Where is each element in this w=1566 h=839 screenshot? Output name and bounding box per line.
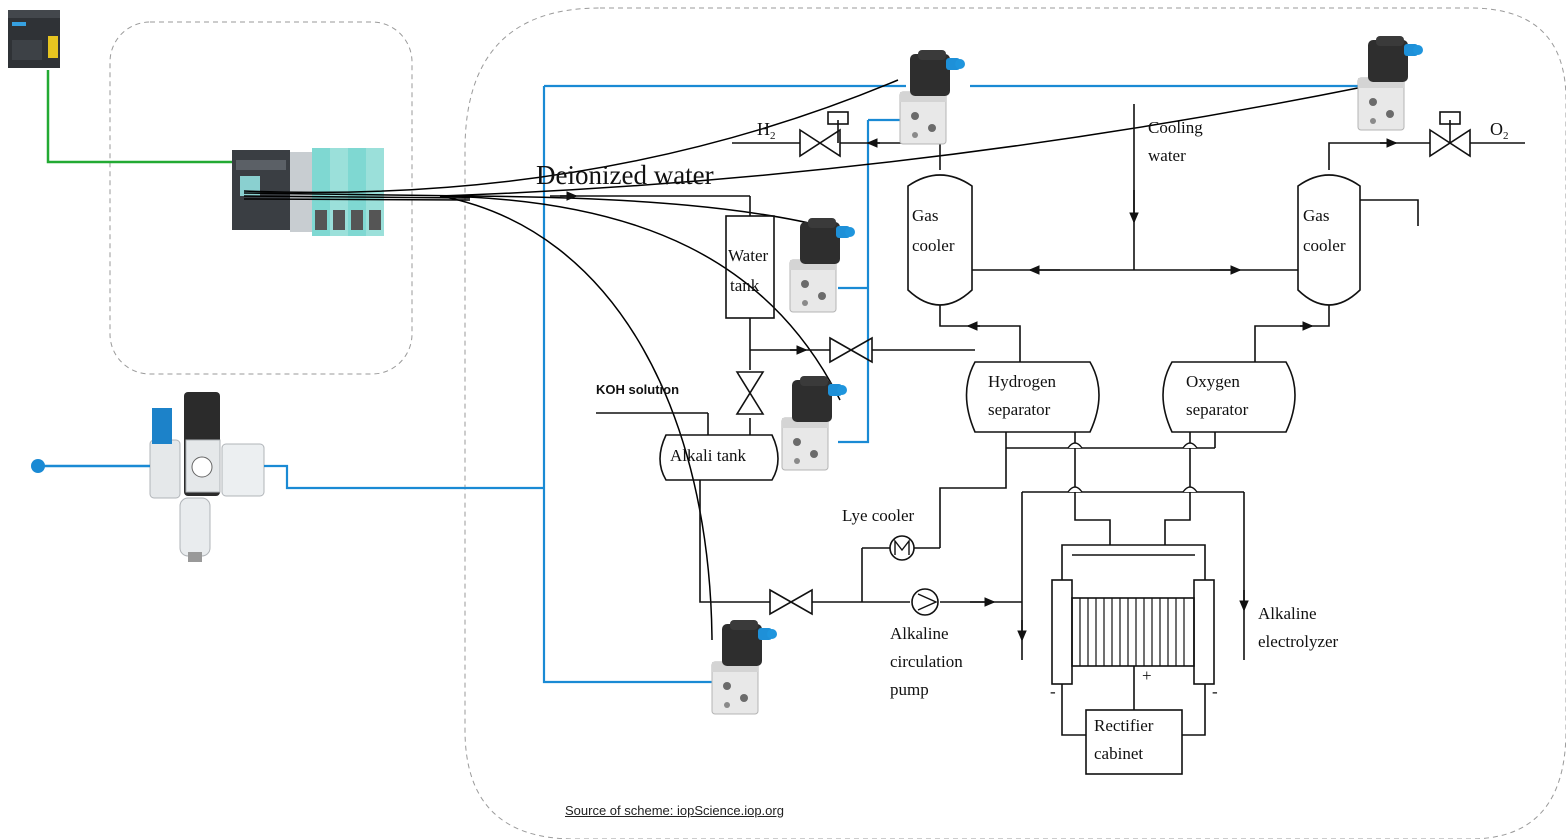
- gas-cooler-h-label-2: cooler: [912, 236, 955, 255]
- o2-label: O2: [1490, 119, 1509, 142]
- koh-solution-label: KOH solution: [596, 382, 680, 397]
- water-tank-label-1: Water: [728, 246, 769, 265]
- process-piping: [550, 104, 1525, 775]
- lye-cooler-symbol: [889, 535, 915, 561]
- electrolyzer-label-2: electrolyzer: [1258, 632, 1339, 651]
- deionized-water-label: Deionized water: [536, 160, 714, 190]
- manual-valves: [735, 128, 1471, 616]
- pump-label-3: pump: [890, 680, 929, 699]
- cooling-water-label-2: water: [1148, 146, 1186, 165]
- h2-label: H2: [757, 119, 776, 142]
- source-link[interactable]: Source of scheme: iopScience.iop.org: [565, 803, 784, 818]
- cooling-water-label-1: Cooling: [1148, 118, 1203, 137]
- fieldbus-line: [46, 70, 232, 164]
- solenoid-valve-icon: [789, 217, 856, 313]
- line-crossovers: [1067, 442, 1198, 493]
- lye-cooler-label: Lye cooler: [842, 506, 915, 525]
- solenoid-valve-icon: [1357, 35, 1424, 131]
- solenoid-valve-icon: [781, 375, 848, 471]
- minus-right-label: -: [1212, 682, 1218, 701]
- gas-cooler-o-label-2: cooler: [1303, 236, 1346, 255]
- plus-label: +: [1142, 666, 1152, 685]
- gas-cooler-h-label-1: Gas: [912, 206, 939, 225]
- hydrogen-separator-label-2: separator: [988, 400, 1051, 419]
- service-unit-icon: [149, 392, 265, 562]
- plc-cpu-icon: [8, 10, 60, 68]
- rectifier-label-2: cabinet: [1094, 744, 1144, 763]
- solenoid-valve-icon: [711, 619, 778, 715]
- signal-cables: [243, 79, 1369, 641]
- pump-symbol: [911, 588, 939, 616]
- pump-label-1: Alkaline: [890, 624, 949, 643]
- control-cabinet-frame: [109, 21, 413, 375]
- flow-arrows: [560, 138, 1398, 642]
- minus-left-label: -: [1050, 682, 1056, 701]
- electrolyzer-label-1: Alkaline: [1258, 604, 1317, 623]
- oxygen-separator-label-1: Oxygen: [1186, 372, 1240, 391]
- water-tank-label-2: tank: [730, 276, 760, 295]
- oxygen-separator-label-2: separator: [1186, 400, 1249, 419]
- plant-frame: [464, 7, 1566, 839]
- alkali-tank-label: Alkali tank: [670, 446, 747, 465]
- gas-cooler-o-label-1: Gas: [1303, 206, 1330, 225]
- rectifier-label-1: Rectifier: [1094, 716, 1154, 735]
- solenoid-valve-icon: [899, 49, 966, 145]
- hydrogen-separator-label-1: Hydrogen: [988, 372, 1056, 391]
- electrolyzer-plates: [1079, 598, 1185, 666]
- pneumatic-lines: [264, 84, 1358, 684]
- pump-label-2: circulation: [890, 652, 963, 671]
